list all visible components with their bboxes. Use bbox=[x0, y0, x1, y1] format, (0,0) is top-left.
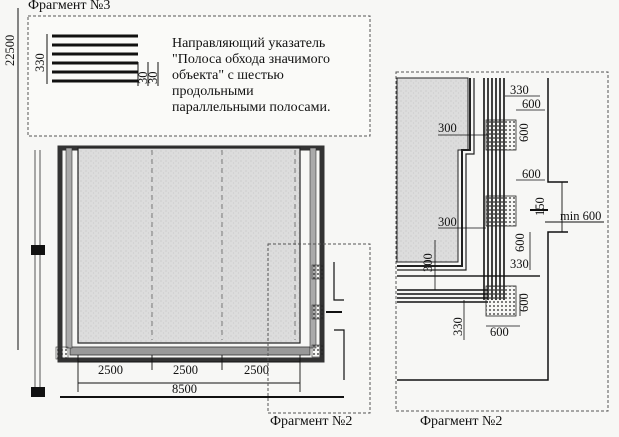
dim-r-600-side: 600 bbox=[517, 123, 531, 142]
description-line: объекта" с шестью bbox=[172, 68, 284, 83]
dim-r-300-c: 300 bbox=[421, 253, 435, 272]
dim-bay-3: 2500 bbox=[244, 363, 269, 377]
dim-r-330-low: 330 bbox=[451, 317, 465, 336]
dim-legend-30b: 30 bbox=[146, 72, 160, 85]
floor-area bbox=[77, 147, 301, 344]
description-line: продольными bbox=[172, 84, 254, 99]
dim-bay-1: 2500 bbox=[98, 363, 123, 377]
dim-vertical-total: 22500 bbox=[3, 35, 17, 66]
description-line: Направляющий указатель bbox=[172, 36, 326, 51]
dim-r-600-c: 600 bbox=[513, 233, 527, 252]
dim-r-600-d: 600 bbox=[517, 293, 531, 312]
dim-r-300-a: 300 bbox=[438, 121, 457, 135]
dim-r-150: 150 bbox=[533, 197, 547, 216]
dim-total: 8500 bbox=[172, 382, 197, 396]
left-plan: 22500 330 30 30 2500 2500 2500 8500 bbox=[3, 8, 371, 414]
dim-legend-330: 330 bbox=[33, 53, 47, 72]
legend-stripes bbox=[52, 34, 138, 83]
right-detail: 330 600 300 600 600 150 min 600 300 300 … bbox=[395, 71, 609, 412]
dim-r-330-mid: 330 bbox=[510, 257, 529, 271]
dim-legend-30a: 30 bbox=[136, 72, 150, 85]
dim-r-330-top: 330 bbox=[510, 83, 529, 97]
fragment2-label-left: Фрагмент №2 bbox=[270, 414, 353, 429]
legend-description: Направляющий указатель "Полоса обхода зн… bbox=[172, 36, 330, 116]
description-line: параллельными полосами. bbox=[172, 100, 331, 115]
dim-r-300-b: 300 bbox=[438, 215, 457, 229]
dim-r-600-e: 600 bbox=[490, 325, 509, 339]
description-line: "Полоса обхода значимого bbox=[172, 52, 331, 67]
dim-r-min600: min 600 bbox=[560, 209, 601, 223]
fragment3-label: Фрагмент №3 bbox=[28, 0, 111, 13]
dim-bay-2: 2500 bbox=[173, 363, 198, 377]
dim-r-600-a: 600 bbox=[522, 97, 541, 111]
dim-r-600-b: 600 bbox=[522, 167, 541, 181]
fragment2-label-right: Фрагмент №2 bbox=[420, 414, 503, 429]
